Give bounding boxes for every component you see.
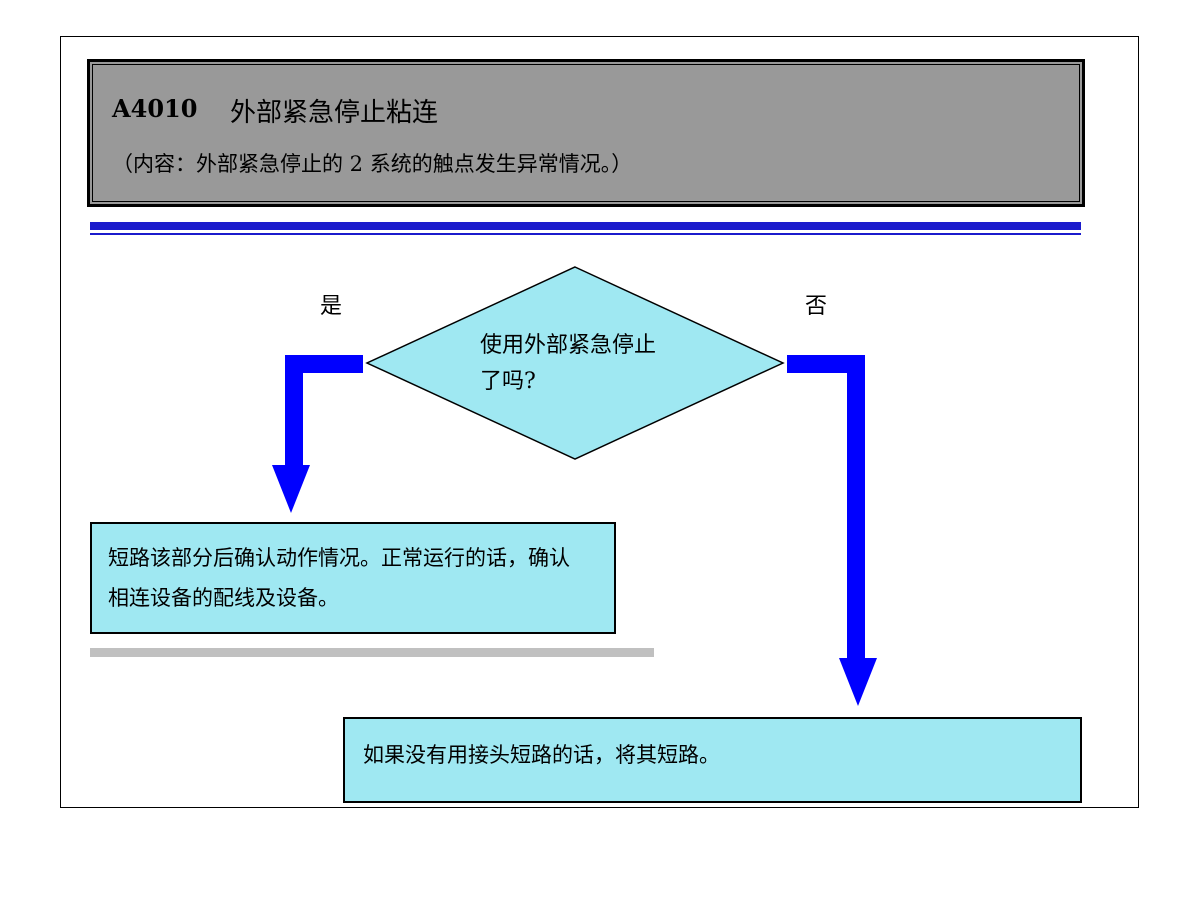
yes-result-line-1: 短路该部分后确认动作情况。正常运行的话，确认 <box>108 546 570 570</box>
decision-text: 使用外部紧急停止 了吗? <box>480 328 690 400</box>
decision-line-2: 了吗? <box>480 369 536 394</box>
no-arrow-head <box>839 658 877 706</box>
header-panel: A4010 外部紧急停止粘连 （内容：外部紧急停止的 2 系统的触点发生异常情况… <box>87 59 1085 207</box>
no-result-box: 如果没有用接头短路的话，将其短路。 <box>343 717 1082 803</box>
yes-arrow-vertical <box>285 355 303 467</box>
yes-arrow-head <box>272 465 310 513</box>
no-arrow-horizontal <box>787 355 865 373</box>
decision-diamond <box>365 266 785 460</box>
no-label: 否 <box>805 294 828 319</box>
yes-result-line-2: 相连设备的配线及设备。 <box>108 586 339 610</box>
yes-result-box: 短路该部分后确认动作情况。正常运行的话，确认 相连设备的配线及设备。 <box>90 522 616 634</box>
error-description: （内容：外部紧急停止的 2 系统的触点发生异常情况。） <box>112 152 633 176</box>
error-title: 外部紧急停止粘连 <box>230 98 439 128</box>
gray-underline <box>90 648 654 657</box>
no-arrow-vertical <box>847 355 865 660</box>
error-code: A4010 <box>112 94 198 123</box>
yes-label: 是 <box>320 294 343 319</box>
yes-arrow-horizontal <box>285 355 363 373</box>
decision-line-1: 使用外部紧急停止 <box>480 333 657 358</box>
no-result-text: 如果没有用接头短路的话，将其短路。 <box>363 743 720 767</box>
divider-thick <box>90 222 1081 230</box>
divider-thin <box>90 233 1081 235</box>
